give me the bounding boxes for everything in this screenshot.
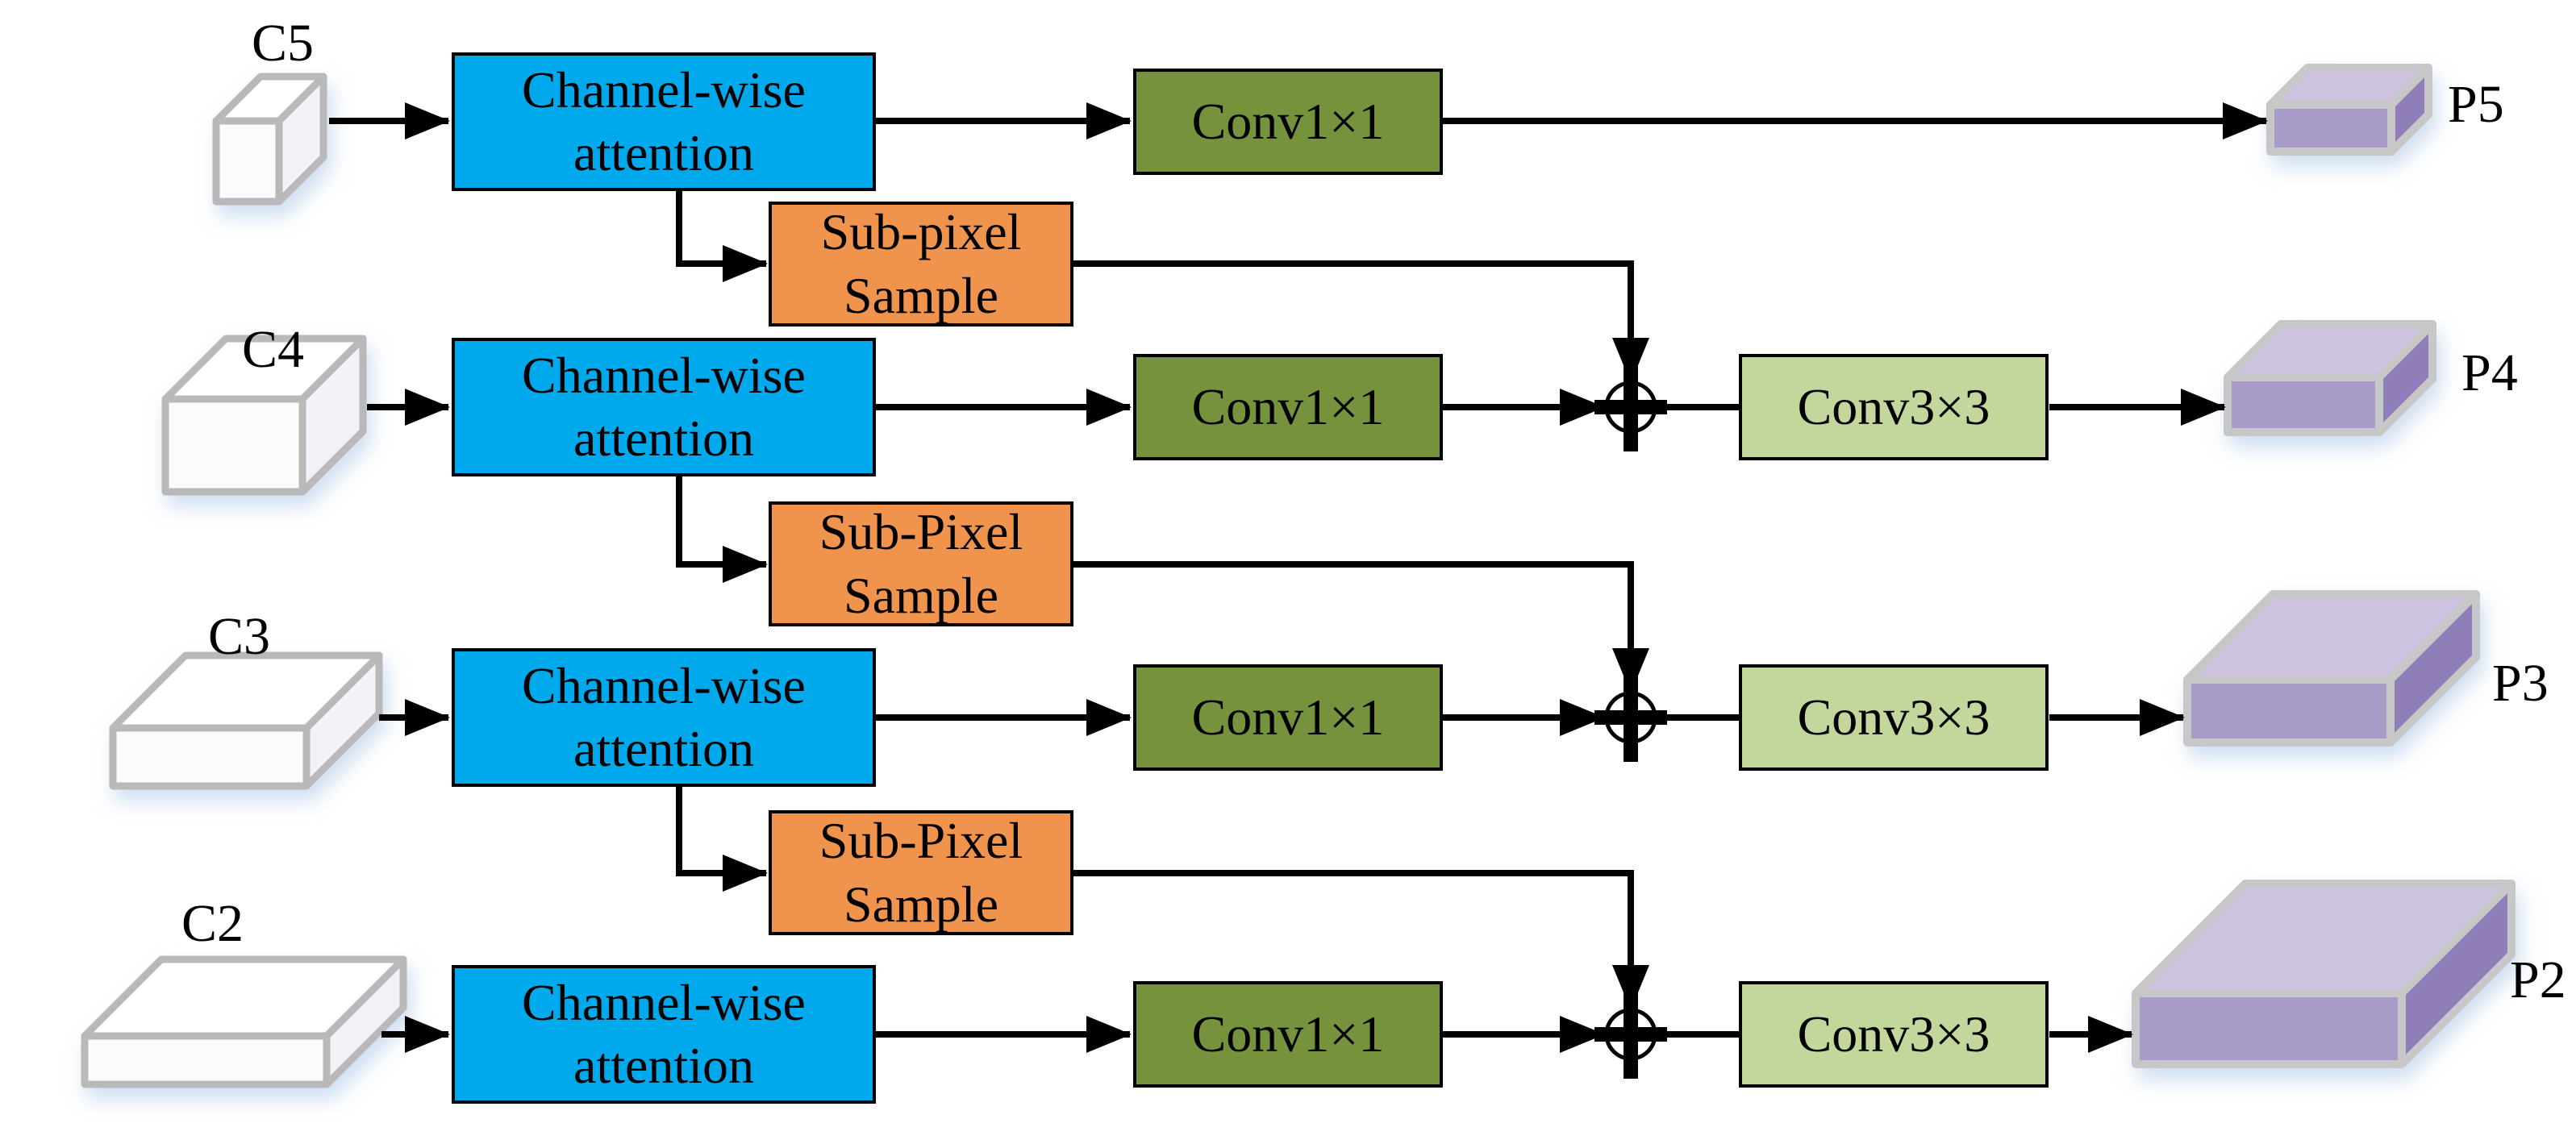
conv1x1-box-1: Conv1×1 [1133, 69, 1443, 175]
arrow-attention1-to-subpixel1 [676, 191, 768, 282]
add3-plus-horizontal [1594, 710, 1667, 725]
subpixel-box-3-line1: Sub-Pixel [819, 812, 1023, 870]
feature-map-c4-cube [161, 335, 367, 496]
output-label-p5: P5 [2448, 75, 2504, 134]
subpixel-box-3: Sub-Pixel Sample [769, 810, 1073, 935]
subpixel-box-1-line1: Sub-pixel [820, 203, 1022, 261]
feature-map-c3-cube [109, 651, 383, 790]
subpixel-box-2: Sub-Pixel Sample [769, 501, 1073, 626]
conv1x1-box-2: Conv1×1 [1133, 354, 1443, 460]
p3-front-face [2183, 676, 2395, 747]
conv3x3-box-4: Conv3×3 [1739, 981, 2049, 1088]
attention-box-3-line1: Channel-wise [522, 656, 806, 714]
conv1x1-box-2-label: Conv1×1 [1191, 377, 1385, 435]
subpixel-box-2-line2: Sample [844, 566, 998, 624]
output-label-p3: P3 [2492, 654, 2549, 713]
attention-box-2-line2: attention [573, 410, 754, 467]
conv1x1-box-3-label: Conv1×1 [1191, 688, 1385, 746]
attention-box-3: Channel-wise attention [452, 648, 876, 787]
attention-box-1: Channel-wise attention [452, 52, 876, 191]
input-label-c3: C3 [208, 607, 271, 666]
input-label-c2: C2 [181, 894, 244, 953]
attention-box-1-line1: Channel-wise [522, 60, 806, 119]
subpixel-box-3-line2: Sample [844, 875, 998, 933]
attention-box-2-line1: Channel-wise [522, 346, 806, 404]
input-label-c4: C4 [242, 320, 305, 379]
feature-map-p2-slab [2132, 880, 2516, 1068]
feature-map-c5-cube [212, 73, 327, 206]
arrow-subpixel2-to-add3 [1073, 561, 1649, 693]
c3-front-face [109, 724, 311, 790]
feature-map-c2-cube [81, 955, 407, 1088]
arrow-attention2-to-subpixel2 [676, 476, 768, 583]
c5-front-face [212, 117, 283, 206]
attention-box-2: Channel-wise attention [452, 338, 876, 476]
c2-front-face [81, 1032, 331, 1088]
arrow-attention3-to-subpixel3 [676, 787, 768, 892]
attention-box-4-line1: Channel-wise [522, 973, 806, 1031]
arrow-subpixel1-to-add2 [1073, 260, 1649, 383]
c4-front-face [161, 395, 306, 496]
arrow-subpixel3-to-add4 [1073, 870, 1649, 1010]
conv3x3-box-4-label: Conv3×3 [1797, 1005, 1990, 1063]
conv1x1-box-1-label: Conv1×1 [1191, 92, 1385, 150]
conv3x3-box-3: Conv3×3 [1739, 664, 2049, 771]
conv3x3-box-2-label: Conv3×3 [1797, 377, 1990, 435]
feature-map-p4-slab [2224, 320, 2436, 436]
attention-box-1-line2: attention [573, 124, 754, 181]
attention-box-3-line2: attention [573, 720, 754, 777]
output-label-p4: P4 [2461, 343, 2518, 402]
conv3x3-box-2: Conv3×3 [1739, 354, 2049, 460]
conv1x1-box-4: Conv1×1 [1133, 981, 1443, 1088]
input-label-c5: C5 [252, 14, 315, 73]
feature-map-p5-slab [2266, 64, 2432, 156]
add-icon [1594, 673, 1667, 762]
attention-box-4: Channel-wise attention [452, 965, 876, 1104]
subpixel-box-1: Sub-pixel Sample [769, 202, 1073, 327]
output-label-p2: P2 [2510, 951, 2566, 1009]
add-icon [1594, 363, 1667, 451]
p5-front-face [2266, 101, 2395, 156]
conv1x1-box-3: Conv1×1 [1133, 664, 1443, 771]
add-icon [1594, 990, 1667, 1079]
conv3x3-box-3-label: Conv3×3 [1797, 688, 1990, 746]
p2-front-face [2132, 989, 2406, 1068]
attention-box-4-line2: attention [573, 1037, 754, 1094]
add4-plus-horizontal [1594, 1027, 1667, 1042]
add2-plus-horizontal [1594, 400, 1667, 414]
subpixel-box-2-line1: Sub-Pixel [819, 503, 1023, 561]
feature-map-p3-slab [2183, 590, 2480, 747]
subpixel-box-1-line2: Sample [844, 266, 998, 324]
conv1x1-box-4-label: Conv1×1 [1191, 1005, 1385, 1063]
p4-front-face [2224, 373, 2383, 436]
